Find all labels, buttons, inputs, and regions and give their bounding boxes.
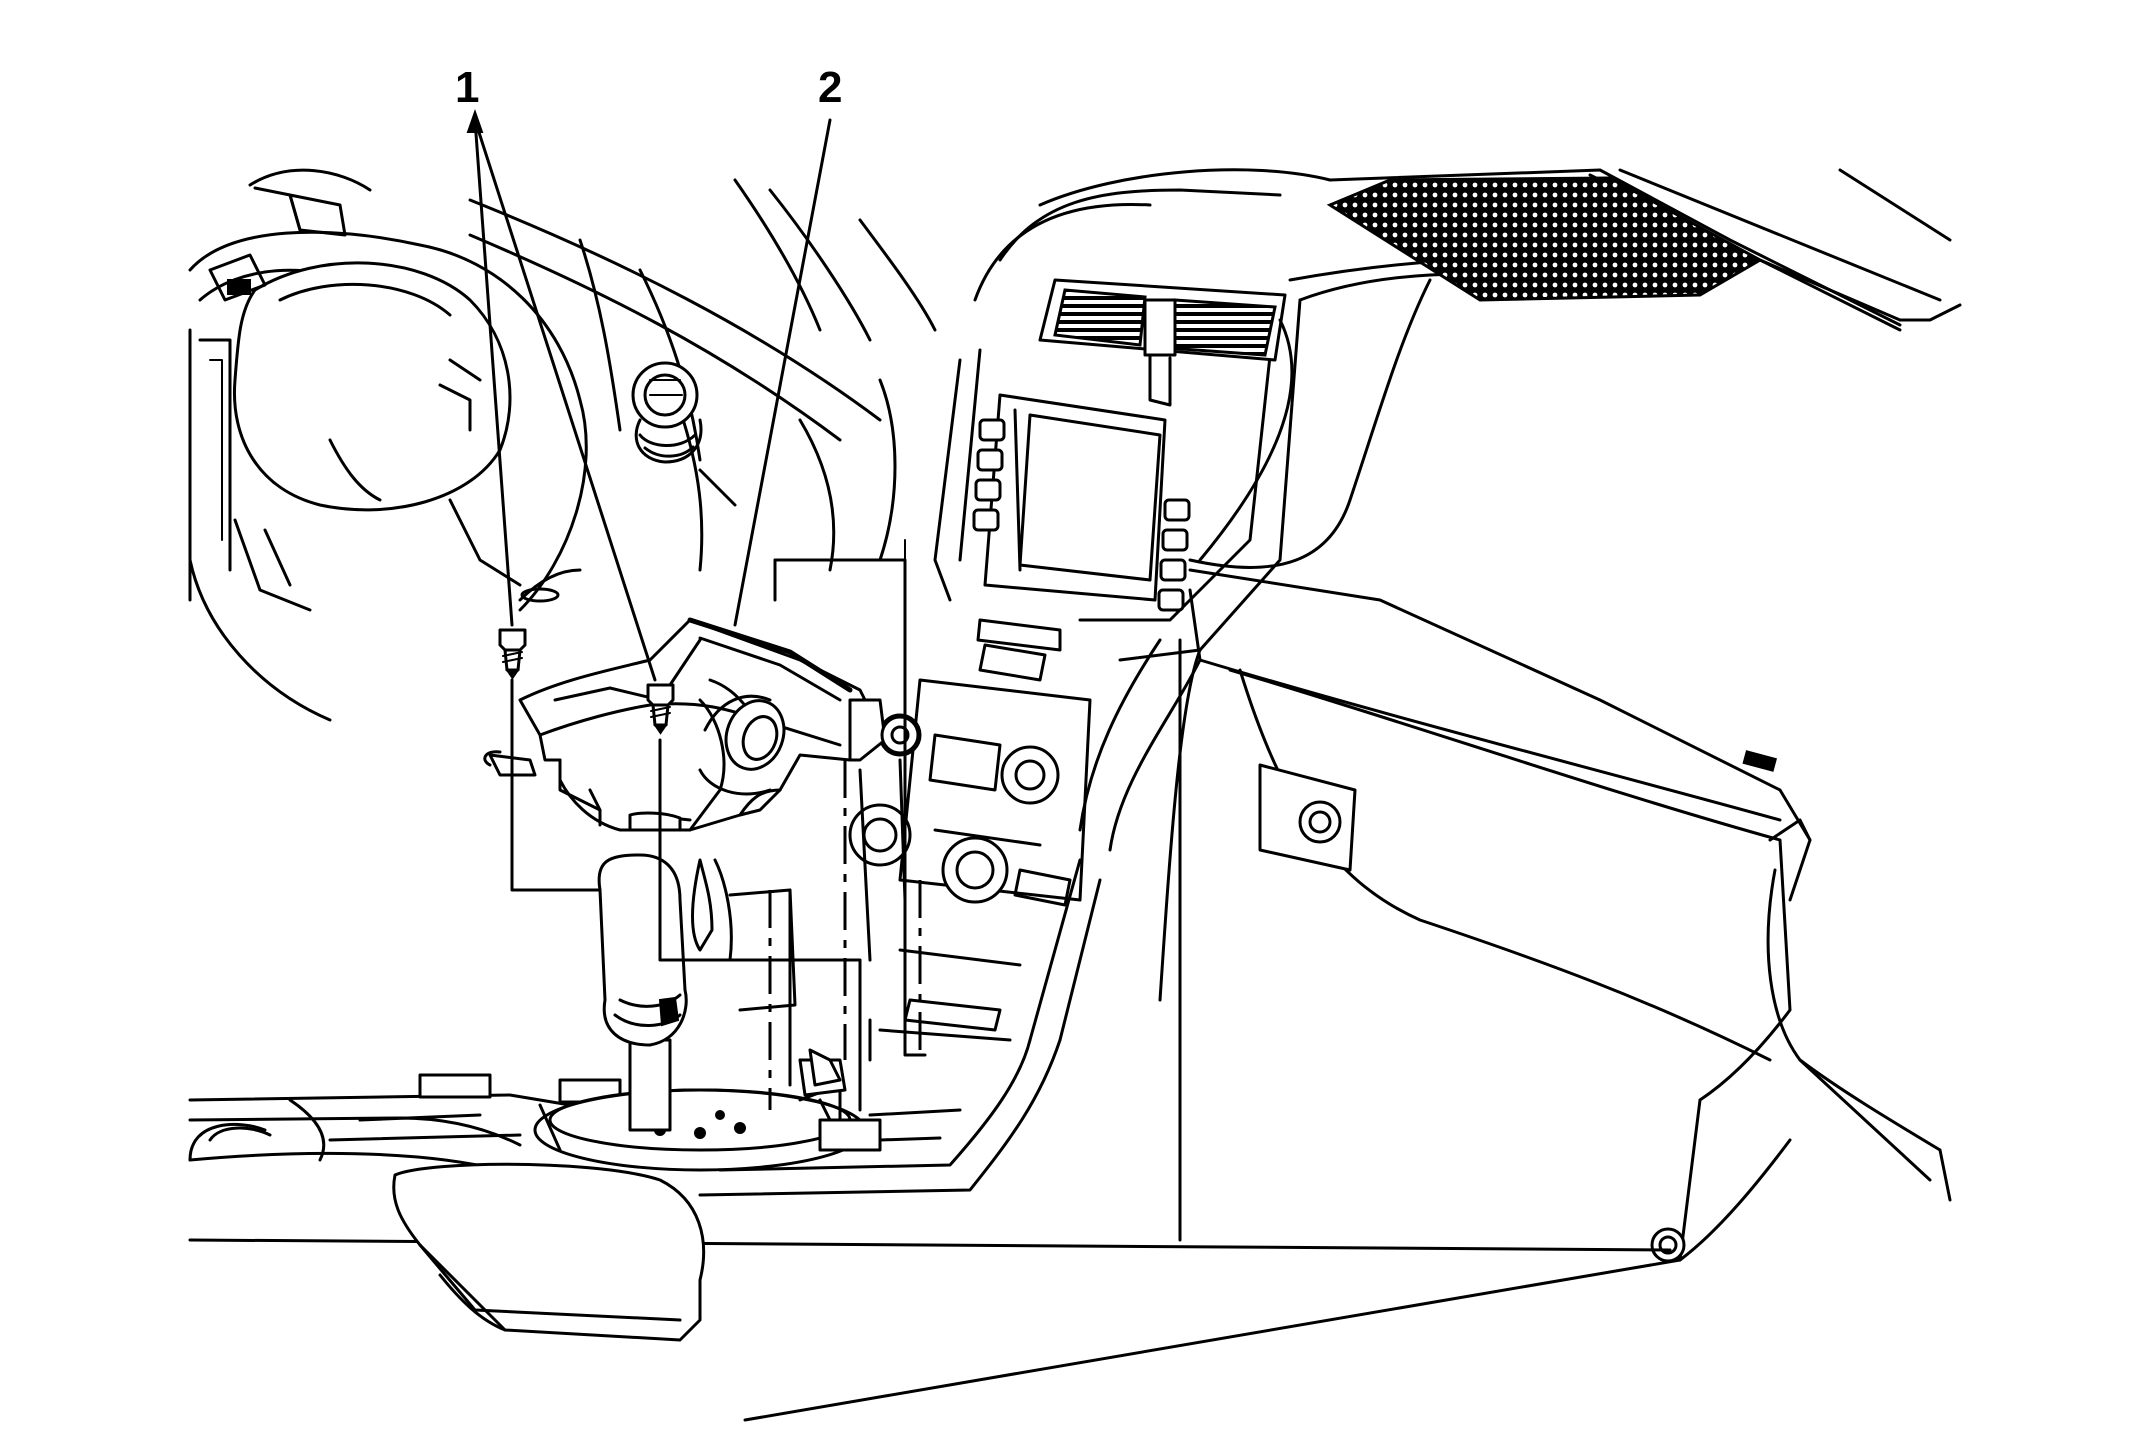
bezel-screws [498,628,675,735]
callout-1-label: 1 [455,63,479,112]
right-dash [1038,168,1962,1263]
shift-lever-knob [597,853,688,1047]
callout-2: 2 [733,63,842,627]
hazard-switch [1143,298,1177,357]
screw-right [646,683,675,735]
callout-2-label: 2 [818,63,842,112]
upper-dash-left [468,178,937,603]
shift-button [658,996,680,1027]
assembly-lines [510,539,927,1112]
passenger-outlet [1298,800,1342,844]
radio-side-buttons-left [972,418,1006,532]
shift-lever-shaft [628,1038,672,1132]
center-stack [848,188,1302,1062]
climate-knob-right [1000,745,1060,805]
radio-side-buttons-right [1157,498,1191,612]
callout-1: 1 [455,63,657,682]
airbag-cover [232,261,512,512]
shift-trim-tab [691,858,714,952]
climate-knob-center [941,836,1009,904]
bezel-knob [880,715,920,755]
center-console [188,853,1792,1422]
steering-switch-left [208,253,267,302]
dash-speaker-grille [1326,176,1764,302]
bezel-right-tab [848,698,887,762]
console-front-trim [392,1162,706,1342]
ignition-switch [631,361,737,507]
screw-left [498,628,527,680]
callout-2-leader [733,118,832,627]
right-center-vent [1166,298,1277,357]
trim-fastener [1650,1227,1686,1263]
cd-slot [976,618,1062,652]
glove-box-latch [1742,750,1778,772]
shifter-bezel-trim-plate [483,617,920,832]
switch-icon [227,279,251,295]
display-bezel [983,393,1167,602]
callout-1-leader-a [473,118,514,627]
steering-wheel [188,168,588,722]
left-center-vent [1053,288,1147,347]
navigation-display [1018,413,1162,582]
callout-1-leader-b [473,118,657,682]
bezel-screw-boss-right [628,811,682,832]
console-tab-left [418,1073,492,1099]
